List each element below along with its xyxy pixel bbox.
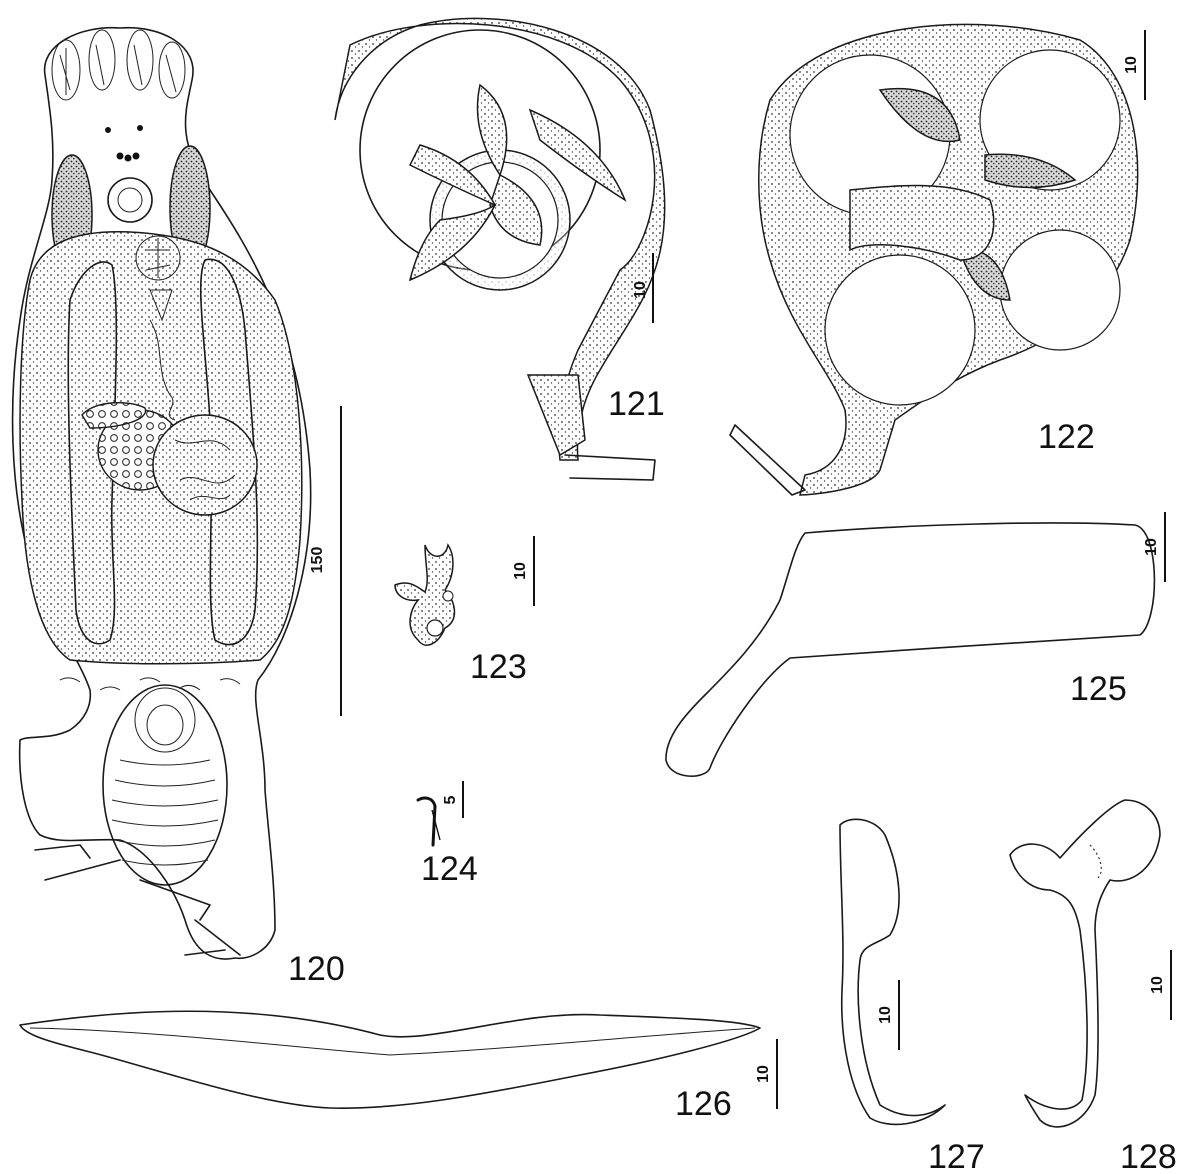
- figure-128-anchor: [1009, 799, 1161, 1128]
- scale-label-120: 150: [309, 547, 326, 574]
- figure-121-organ: [334, 17, 666, 481]
- scale-label-124: 5: [442, 795, 459, 804]
- scale-label-125: 10: [1143, 538, 1160, 556]
- figure-label-126: 126: [675, 1085, 732, 1123]
- intestine-left: [67, 261, 118, 645]
- figure-label-128: 128: [1120, 1138, 1177, 1174]
- haptor: [102, 684, 228, 886]
- figure-124-hooklet: [416, 796, 441, 847]
- figure-122-organ: [729, 23, 1139, 496]
- figure-label-124: 124: [421, 850, 478, 888]
- head-lobes: [51, 29, 186, 101]
- figure-126-bar: [19, 1010, 761, 1109]
- figure-127-anchor: [839, 818, 946, 1126]
- figure-label-123: 123: [470, 648, 527, 686]
- intestine-right: [199, 258, 259, 646]
- figure-123-sclerite: [394, 543, 456, 646]
- figure-label-125: 125: [1070, 670, 1127, 708]
- scale-label-128: 10: [1149, 976, 1166, 994]
- scale-label-122: 10: [1123, 56, 1140, 74]
- scale-label-126: 10: [755, 1065, 772, 1083]
- figure-120-worm: [11, 26, 312, 960]
- scale-label-121: 10: [632, 281, 649, 299]
- eye-spots: [105, 125, 143, 162]
- testis: [152, 414, 258, 516]
- figure-label-127: 127: [928, 1138, 985, 1174]
- scale-label-127: 10: [877, 1006, 894, 1024]
- scale-label-123: 10: [512, 562, 529, 580]
- figure-label-120: 120: [288, 950, 345, 988]
- figure-125-bar: [665, 522, 1156, 777]
- haptor-striations: [111, 687, 219, 866]
- anchor-hooks: [34, 844, 241, 956]
- figure-label-122: 122: [1038, 418, 1095, 456]
- figure-label-121: 121: [608, 385, 665, 423]
- copulatory-organ-small: [135, 235, 181, 322]
- pharynx: [107, 177, 153, 223]
